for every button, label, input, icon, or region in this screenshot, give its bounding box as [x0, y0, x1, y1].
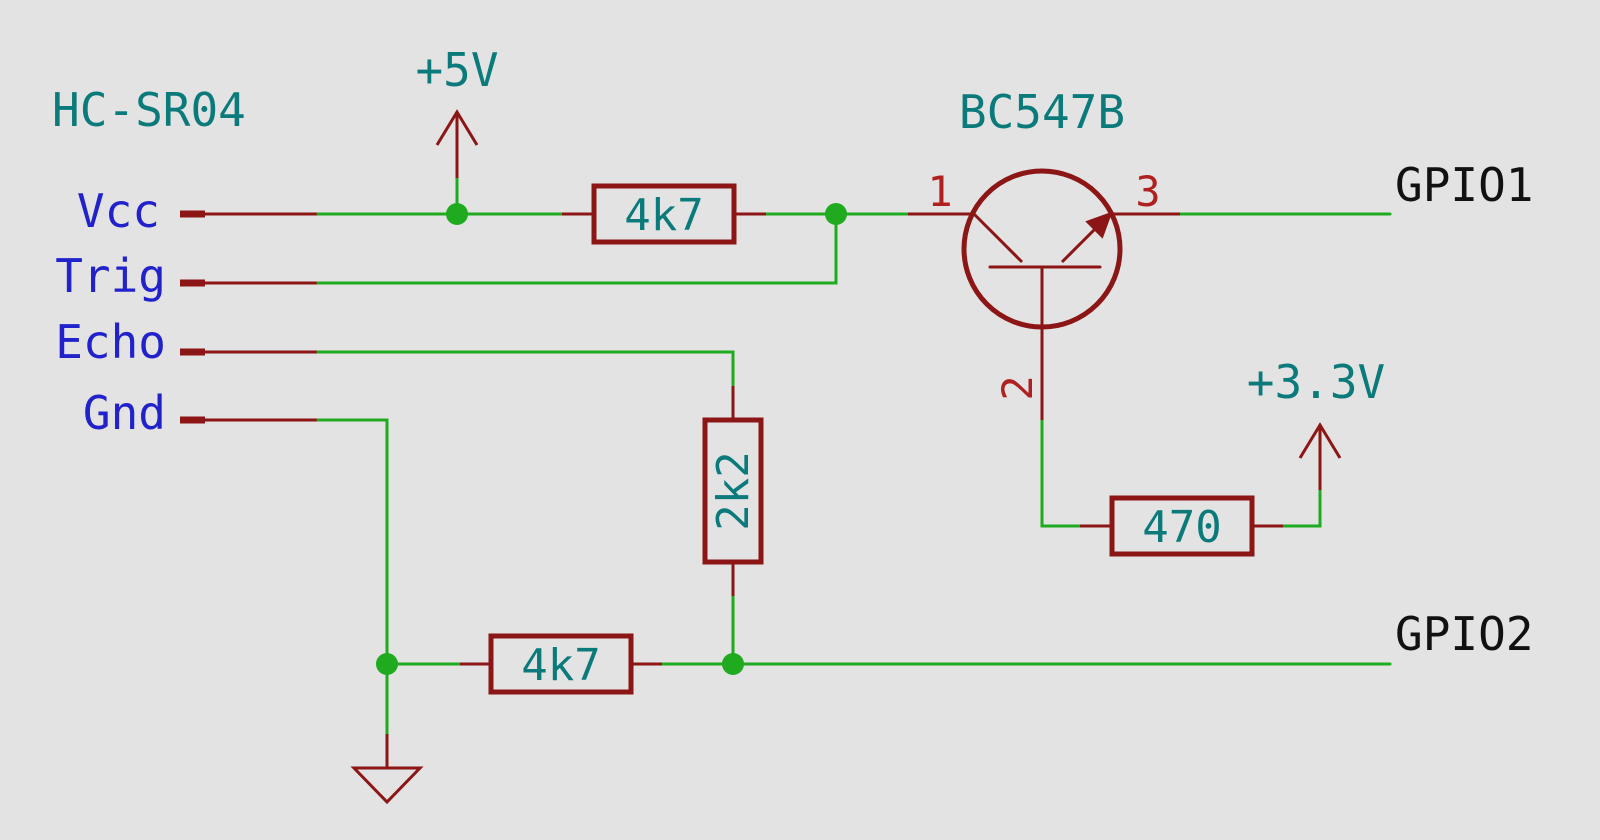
- resistor-r-gnd-value: 4k7: [521, 640, 600, 691]
- resistor-r-vcc-value: 4k7: [624, 190, 703, 241]
- power-3v3-label: +3.3V: [1247, 355, 1385, 409]
- ground-icon: [350, 734, 424, 805]
- power-3v3-symbol: [1298, 422, 1342, 490]
- pin-label-vcc: Vcc: [77, 184, 160, 238]
- transistor-pin3-number: 3: [1135, 167, 1160, 216]
- resistor-r-base: [1080, 495, 1283, 557]
- sensor-pin-stubs: [180, 210, 318, 424]
- transistor-name: BC547B: [959, 85, 1125, 139]
- wires: [316, 176, 1392, 736]
- sensor-title: HC-SR04: [52, 83, 246, 137]
- resistor-r-vcc: [562, 183, 766, 245]
- transistor-pin2-number: 2: [993, 375, 1042, 400]
- pin-label-trig: Trig: [55, 249, 166, 303]
- resistor-r-echo-value: 2k2: [708, 451, 759, 530]
- net-label-gpio1: GPIO1: [1395, 158, 1533, 212]
- resistor-r-gnd: [460, 633, 662, 695]
- power-5v-label: +5V: [415, 43, 498, 97]
- resistor-r-echo: [702, 386, 764, 596]
- transistor-pin1-number: 1: [927, 167, 952, 216]
- net-label-gpio2: GPIO2: [1395, 607, 1533, 661]
- transistor-symbol: [908, 168, 1180, 420]
- junctions: [376, 203, 847, 675]
- pin-label-echo: Echo: [55, 315, 166, 369]
- power-5v-symbol: [435, 109, 479, 178]
- resistor-r-base-value: 470: [1142, 502, 1221, 553]
- pin-label-gnd: Gnd: [83, 386, 166, 440]
